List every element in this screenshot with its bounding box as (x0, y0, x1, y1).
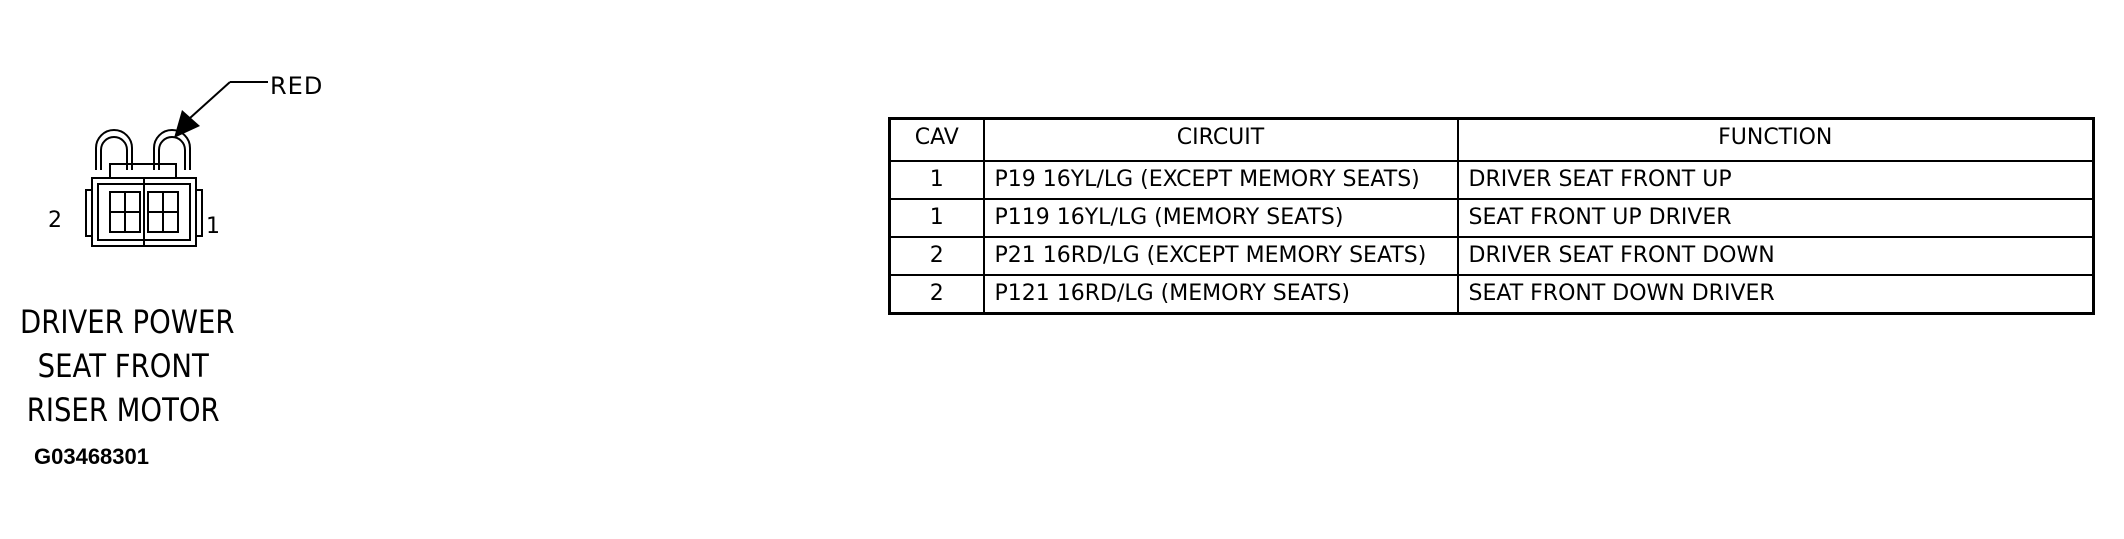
connector-body (85, 129, 203, 247)
pin-2-label: 2 (48, 208, 62, 233)
table-row: 1 P119 16YL/LG (MEMORY SEATS) SEAT FRONT… (888, 198, 2095, 238)
table-row: 2 P21 16RD/LG (EXCEPT MEMORY SEATS) DRIV… (888, 236, 2095, 276)
cell-function: SEAT FRONT UP DRIVER (1456, 198, 2095, 238)
cell-function: SEAT FRONT DOWN DRIVER (1456, 274, 2095, 315)
component-name-line: RISER MOTOR (26, 391, 220, 429)
component-name-line: DRIVER POWER (20, 303, 235, 341)
cell-function: DRIVER SEAT FRONT DOWN (1456, 236, 2095, 276)
cell-cav: 2 (888, 236, 985, 276)
header-function: FUNCTION (1456, 117, 2095, 162)
figure-id: G03468301 (34, 444, 149, 469)
cell-circuit: P21 16RD/LG (EXCEPT MEMORY SEATS) (982, 236, 1459, 276)
table-row: 2 P121 16RD/LG (MEMORY SEATS) SEAT FRONT… (888, 274, 2095, 315)
cell-circuit: P119 16YL/LG (MEMORY SEATS) (982, 198, 1459, 238)
header-circuit: CIRCUIT (982, 117, 1459, 162)
pin-1-label: 1 (206, 214, 220, 239)
wire-color-label: RED (270, 72, 324, 100)
component-name: DRIVER POWER SEAT FRONT RISER MOTOR (20, 300, 235, 432)
pinout-table: CAV CIRCUIT FUNCTION 1 P19 16YL/LG (EXCE… (888, 117, 2095, 315)
table-row: 1 P19 16YL/LG (EXCEPT MEMORY SEATS) DRIV… (888, 160, 2095, 200)
header-cav: CAV (888, 117, 985, 162)
cell-function: DRIVER SEAT FRONT UP (1456, 160, 2095, 200)
arrowhead-icon (174, 110, 200, 138)
cell-circuit: P19 16YL/LG (EXCEPT MEMORY SEATS) (982, 160, 1459, 200)
table-header-row: CAV CIRCUIT FUNCTION (888, 117, 2095, 162)
cell-cav: 2 (888, 274, 985, 315)
cell-cav: 1 (888, 160, 985, 200)
connector-diagram (85, 81, 268, 247)
cell-circuit: P121 16RD/LG (MEMORY SEATS) (982, 274, 1459, 315)
cell-cav: 1 (888, 198, 985, 238)
leader-line-diagonal (189, 81, 231, 119)
component-name-line: SEAT FRONT (37, 347, 209, 385)
